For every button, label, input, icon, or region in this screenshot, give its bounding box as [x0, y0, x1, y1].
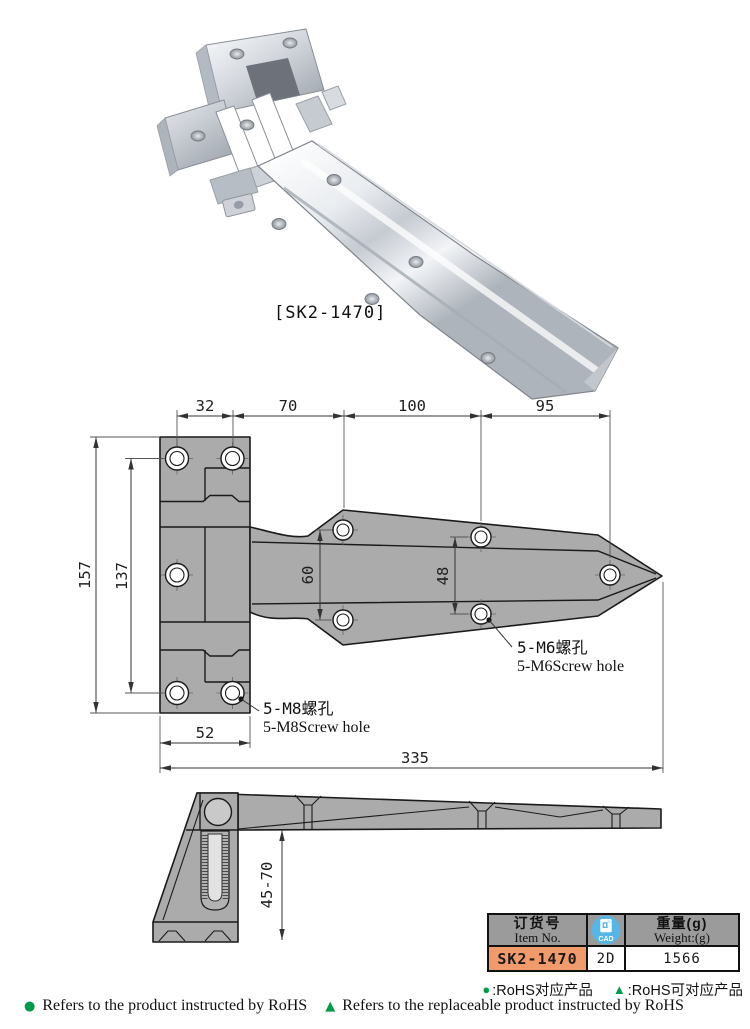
- dim-100: 100: [398, 397, 426, 415]
- dim-70: 70: [279, 397, 298, 415]
- top-view-drawing: 32 70 100 95 157 137 60: [76, 397, 664, 773]
- weight-label-en: Weight:(g): [654, 929, 710, 945]
- dimension-lines-bottom: 52 335: [159, 582, 664, 773]
- rohs-triangle-icon-en: ▲: [325, 998, 336, 1014]
- cad-2d-value[interactable]: 2D: [588, 947, 626, 970]
- rohs-legend-en: ● Refers to the product instructed by RoH…: [24, 997, 684, 1015]
- item-no-label-en: Item No.: [514, 929, 561, 945]
- dim-32: 32: [196, 397, 215, 415]
- item-no-label-zh: 订货号: [513, 914, 562, 931]
- dim-137: 137: [113, 562, 131, 590]
- dim-45-70: 45-70: [258, 862, 276, 909]
- plate-screw-holes: [161, 442, 249, 709]
- cad-icon-label: CAD: [598, 936, 613, 943]
- rohs-dot-icon: ●: [482, 982, 491, 997]
- dimension-45-70: 45-70: [258, 830, 285, 940]
- callout-m6-zh: 5-M6螺孔: [517, 638, 588, 657]
- callout-m6: 5-M6螺孔 5-M6Screw hole: [486, 617, 624, 675]
- table-header-weight: 重量(g) Weight:(g): [626, 915, 738, 947]
- side-view-boss-marks: [158, 794, 630, 942]
- dimension-lines-blade: 60 48: [299, 529, 468, 621]
- photo-blade: [256, 140, 619, 400]
- rohs-triangle-icon: ▲: [612, 982, 626, 997]
- dim-95: 95: [536, 397, 555, 415]
- dimension-lines-top: 32 70 100 95: [176, 397, 611, 558]
- rohs-triangle-label-en: Refers to the replaceable product instru…: [342, 997, 684, 1014]
- weight-label-zh: 重量(g): [656, 914, 708, 931]
- callout-m8-zh: 5-M8螺孔: [263, 699, 334, 718]
- dim-60: 60: [299, 566, 317, 585]
- photo-nut: [222, 193, 256, 218]
- side-view-drawing: 45-70: [152, 792, 662, 943]
- dim-52: 52: [196, 724, 215, 742]
- spec-table: 订货号 Item No. CAD 重量(g) Weight:(g) SK2-14…: [487, 913, 740, 972]
- rohs-legend-zh: ●:RoHS对应产品 ▲:RoHS可对应产品: [482, 979, 743, 1000]
- item-no-value: SK2-1470: [489, 947, 588, 970]
- weight-value: 1566: [626, 947, 738, 970]
- product-photo: [156, 28, 619, 400]
- cad-icon[interactable]: CAD: [589, 915, 623, 945]
- side-view-pivot-pin: [203, 797, 233, 827]
- blade-screw-holes: [328, 515, 625, 635]
- dim-48: 48: [434, 567, 452, 586]
- table-header-item: 订货号 Item No.: [489, 915, 588, 947]
- dimension-lines-left: 157 137: [76, 436, 163, 714]
- callout-m6-en: 5-M6Screw hole: [517, 658, 624, 675]
- product-code-label: [SK2-1470]: [274, 303, 387, 323]
- rohs-triangle-label-zh: :RoHS可对应产品: [627, 983, 743, 999]
- table-header-cad: CAD: [588, 915, 626, 947]
- callout-m8-en: 5-M8Screw hole: [263, 719, 370, 736]
- rohs-dot-label-en: Refers to the product instructed by RoHS: [42, 997, 308, 1014]
- dim-157: 157: [76, 561, 94, 589]
- callout-m8: 5-M8螺孔 5-M8Screw hole: [238, 696, 370, 736]
- top-view-blade: [249, 509, 663, 646]
- photo-bracket-window: [246, 58, 300, 104]
- rohs-dot-icon-en: ●: [24, 998, 36, 1014]
- dim-335: 335: [401, 749, 429, 767]
- photo-screws: [190, 37, 496, 364]
- rohs-dot-label-zh: :RoHS对应产品: [492, 983, 593, 999]
